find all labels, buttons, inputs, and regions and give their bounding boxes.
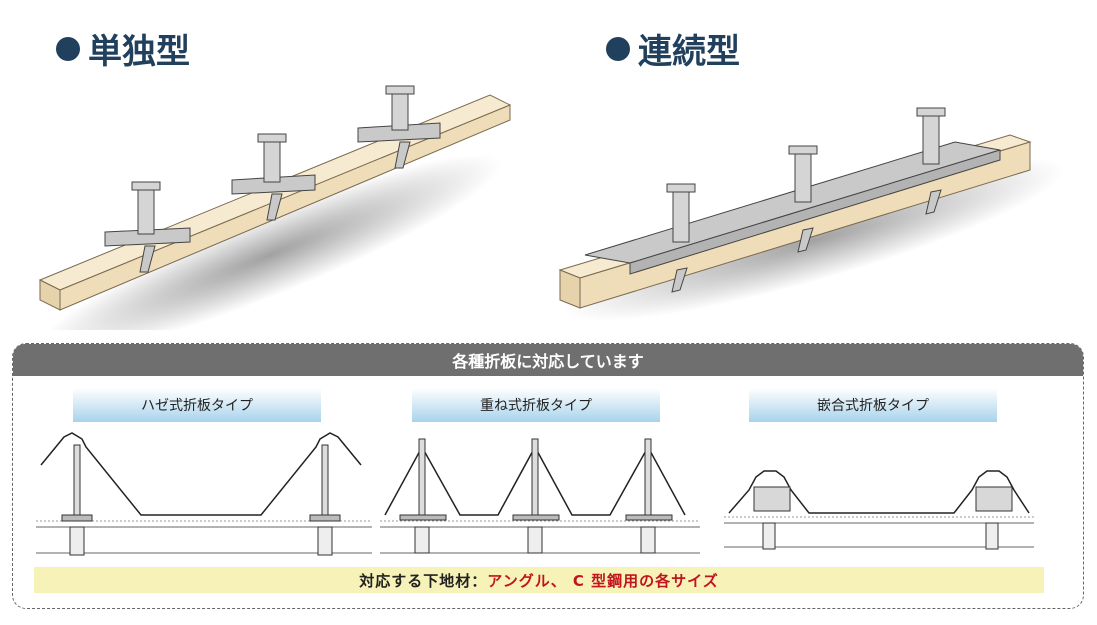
roof-types-panel: 各種折板に対応しています xyxy=(12,343,1084,609)
bullet-dot-icon xyxy=(606,36,630,61)
heading-single-type: 単独型 xyxy=(56,24,190,73)
type-label-seam: ハゼ式折板タイプ xyxy=(73,388,321,422)
footer-label: 対応する下地材： xyxy=(359,571,488,590)
post-unit xyxy=(916,107,946,215)
heading-continuous-type: 連続型 xyxy=(606,24,740,73)
footer-value: アングル、 C 型鋼用の各サイズ xyxy=(487,571,719,590)
bracket-unit xyxy=(231,133,316,221)
heading-continuous-text: 連続型 xyxy=(638,32,740,72)
support-material-note: 対応する下地材： アングル、 C 型鋼用の各サイズ xyxy=(34,567,1044,593)
bracket-unit xyxy=(357,85,441,169)
seam-type-profile xyxy=(36,432,372,556)
panel-header: 各種折板に対応しています xyxy=(13,344,1083,376)
continuous-type-illustration xyxy=(558,107,1065,322)
post-unit xyxy=(666,183,696,293)
interlock-type-profile xyxy=(724,470,1034,550)
type-label-lap: 重ね式折板タイプ xyxy=(412,388,660,422)
post-unit xyxy=(788,145,818,253)
bracket-unit xyxy=(104,181,191,273)
single-type-illustration xyxy=(37,85,512,330)
bullet-dot-icon xyxy=(56,36,80,61)
heading-single-text: 単独型 xyxy=(88,32,190,72)
type-label-interlock: 嵌合式折板タイプ xyxy=(749,388,997,422)
lap-type-profile xyxy=(380,438,700,554)
